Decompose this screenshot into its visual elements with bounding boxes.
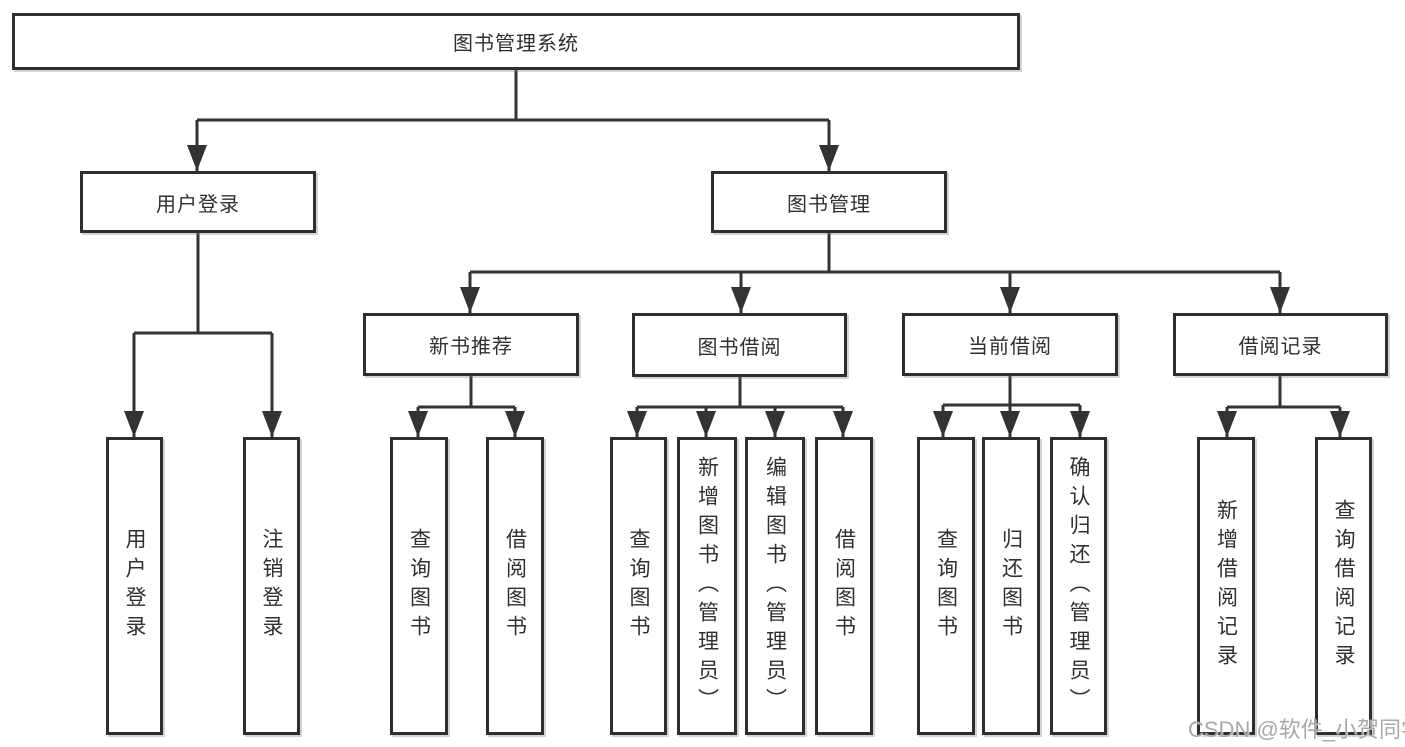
node-label: 图书管理系统 bbox=[453, 33, 579, 55]
leaf-current-query-book: 查询图书 bbox=[917, 437, 975, 735]
leaf-borrow-edit-book-admin: 编辑图书（管理员） bbox=[745, 437, 805, 735]
node-user-login: 用户登录 bbox=[80, 171, 316, 233]
edge-book-mgmt-branch bbox=[470, 233, 1280, 274]
node-label: 用户登录 bbox=[123, 528, 146, 644]
node-label: 图书管理 bbox=[787, 193, 871, 216]
node-label: 查询图书 bbox=[934, 528, 958, 644]
node-label: 查询图书 bbox=[407, 528, 431, 644]
node-label: 借阅图书 bbox=[832, 528, 856, 644]
leaf-borrow-borrow-book: 借阅图书 bbox=[815, 437, 873, 735]
node-label: 注销登录 bbox=[260, 528, 283, 644]
edge-new-book-branch bbox=[418, 376, 515, 409]
leaf-current-return-book: 归还图书 bbox=[982, 437, 1040, 735]
edge-user-login-branch bbox=[134, 233, 272, 335]
node-borrowing-records: 借阅记录 bbox=[1173, 313, 1388, 376]
node-label: 借阅记录 bbox=[1238, 336, 1323, 358]
node-label: 当前借阅 bbox=[968, 336, 1052, 358]
node-book-borrowing: 图书借阅 bbox=[632, 313, 847, 377]
edge-book-borrow-branch bbox=[637, 376, 843, 409]
leaf-borrow-query-book: 查询图书 bbox=[610, 437, 667, 735]
edge-current-borrow-branch bbox=[943, 376, 1080, 407]
leaf-user-login: 用户登录 bbox=[106, 437, 163, 735]
node-label: 查询借阅记录 bbox=[1332, 499, 1355, 673]
node-new-book-recommend: 新书推荐 bbox=[363, 313, 579, 376]
csdn-watermark: CSDN @软件_小贺同学 bbox=[1188, 717, 1405, 742]
node-label: 归还图书 bbox=[999, 528, 1023, 644]
node-current-borrowing: 当前借阅 bbox=[902, 313, 1118, 376]
node-book-management: 图书管理 bbox=[711, 171, 947, 233]
node-label: 编辑图书（管理员） bbox=[763, 455, 787, 717]
edge-root-branch bbox=[197, 69, 829, 122]
leaf-records-add-record: 新增借阅记录 bbox=[1197, 437, 1255, 735]
leaf-records-query-record: 查询借阅记录 bbox=[1315, 437, 1372, 735]
node-label: 查询图书 bbox=[627, 528, 650, 644]
node-label: 用户登录 bbox=[156, 193, 240, 216]
leaf-logout: 注销登录 bbox=[243, 437, 300, 735]
leaf-borrow-add-book-admin: 新增图书（管理员） bbox=[677, 437, 737, 735]
node-label: 借阅图书 bbox=[503, 528, 527, 644]
leaf-newbook-borrow-book: 借阅图书 bbox=[486, 437, 544, 735]
leaf-newbook-query-book: 查询图书 bbox=[390, 437, 448, 735]
node-label: 图书借阅 bbox=[697, 336, 782, 359]
node-label: 新增图书（管理员） bbox=[695, 455, 719, 717]
node-label: 新书推荐 bbox=[429, 336, 513, 358]
connectors bbox=[124, 69, 1350, 437]
edge-borrow-records-branch bbox=[1227, 376, 1340, 409]
leaf-current-confirm-return-admin: 确认归还（管理员） bbox=[1050, 437, 1107, 735]
node-label: 新增借阅记录 bbox=[1214, 499, 1238, 673]
node-label: 确认归还（管理员） bbox=[1067, 455, 1090, 717]
node-library-system-root: 图书管理系统 bbox=[12, 13, 1020, 70]
